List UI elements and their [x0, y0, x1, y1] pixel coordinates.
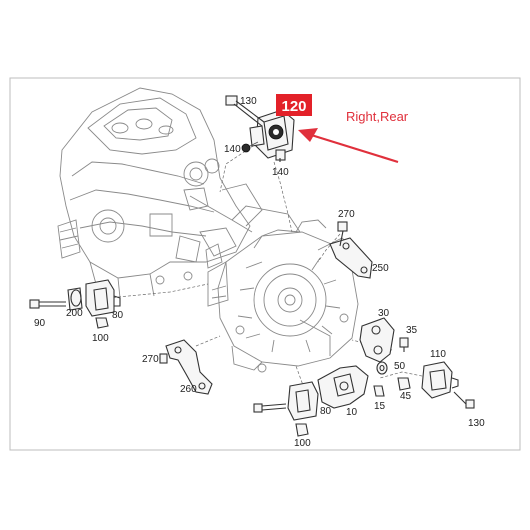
highlight-label-120: 120 — [276, 94, 312, 116]
washer-200[interactable] — [67, 287, 83, 311]
callout-130-top: 130 — [240, 96, 257, 107]
bolt-130-top[interactable] — [225, 95, 265, 127]
callout-110: 110 — [430, 349, 446, 360]
callout-50: 50 — [394, 361, 406, 372]
mount-110[interactable] — [421, 361, 459, 399]
bolt-130-right[interactable] — [453, 391, 475, 409]
callout-90: 90 — [34, 318, 46, 329]
nut-100-bottom[interactable] — [295, 423, 309, 437]
callout-35: 35 — [406, 325, 418, 336]
nut-100-left[interactable] — [95, 317, 109, 329]
diagram-frame — [9, 77, 521, 451]
highlight-box — [276, 94, 312, 116]
callout-130-right: 130 — [468, 418, 485, 429]
highlight-number: 120 — [281, 98, 306, 115]
mount-80-left[interactable] — [85, 279, 121, 317]
nut-45[interactable] — [397, 377, 411, 391]
nut-15[interactable] — [373, 385, 385, 397]
bracket-10[interactable] — [317, 365, 369, 409]
callout-270-bottom: 270 — [142, 354, 159, 365]
bracket-30[interactable] — [359, 317, 395, 363]
callout-30: 30 — [378, 308, 390, 319]
engine-block — [57, 87, 263, 299]
callout-45: 45 — [400, 391, 412, 402]
callout-labels: 130 140 140 270 250 90 200 80 100 270 26… — [34, 96, 485, 449]
callout-100-bottom: 100 — [294, 438, 311, 449]
callout-200: 200 — [66, 308, 83, 319]
bolt-140-bottom[interactable] — [275, 149, 286, 162]
callout-140-left: 140 — [224, 144, 241, 155]
mount-80-bottom[interactable] — [287, 381, 319, 421]
callout-250: 250 — [372, 263, 389, 274]
bracket-260[interactable] — [165, 339, 213, 395]
callout-80-mid: 80 — [320, 406, 332, 417]
bolt-front-mount[interactable] — [253, 403, 287, 413]
callout-260: 260 — [180, 384, 197, 395]
callout-140-bottom: 140 — [272, 167, 289, 178]
callout-270-top: 270 — [338, 209, 355, 220]
bolt-270-top[interactable] — [337, 221, 348, 247]
mount-120-right-rear[interactable] — [249, 109, 295, 159]
pointer-arrow — [298, 128, 399, 164]
bolt-270-bottom[interactable] — [159, 353, 168, 364]
washer-50[interactable] — [376, 361, 388, 375]
transmission-housing — [189, 195, 359, 373]
annotation-right-rear: Right,Rear — [346, 109, 409, 124]
bracket-250[interactable] — [329, 237, 373, 279]
bolt-35[interactable] — [399, 337, 409, 352]
callout-80-left: 80 — [112, 310, 124, 321]
callout-10: 10 — [346, 407, 358, 418]
nut-140-left[interactable] — [241, 141, 259, 153]
callout-100-left: 100 — [92, 333, 109, 344]
callout-15: 15 — [374, 401, 386, 412]
bolt-90[interactable] — [29, 299, 66, 309]
